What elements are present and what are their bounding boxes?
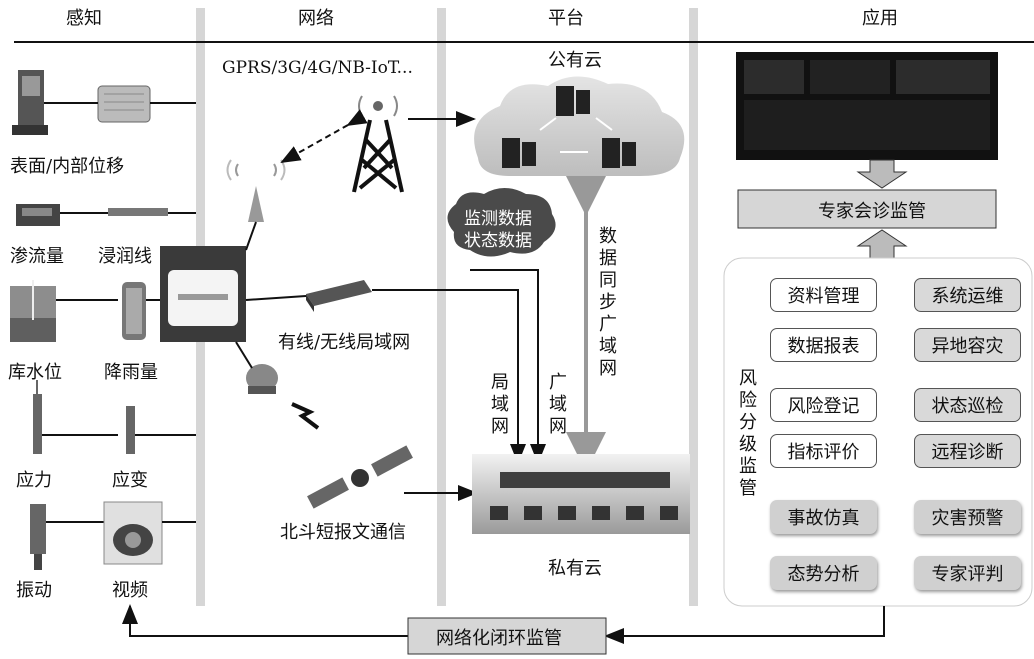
label-closed-loop: 网络化闭环监管 (436, 628, 562, 649)
vibration-sensor-icon (30, 504, 46, 570)
server-group (502, 86, 636, 168)
label-private-cloud: 私有云 (548, 558, 602, 579)
label-video: 视频 (112, 580, 148, 601)
strain-sensor-icon (126, 406, 135, 454)
label-beidou: 北斗短报文通信 (280, 522, 406, 543)
function-expert-judgment[interactable]: 专家评判 (914, 556, 1021, 590)
function-disaster-warning[interactable]: 灾害预警 (914, 500, 1021, 534)
function-system-maintenance[interactable]: 系统运维 (914, 278, 1021, 312)
label-rainfall: 降雨量 (104, 362, 158, 383)
label-public-cloud: 公有云 (548, 50, 602, 71)
total-station-icon (12, 70, 48, 135)
label-seepage: 渗流量 (10, 246, 64, 267)
label-vibration: 振动 (16, 580, 52, 601)
label-lan: 有线/无线局域网 (278, 332, 411, 353)
header-sensing: 感知 (66, 8, 102, 29)
saturation-line-sensor-icon (108, 208, 168, 216)
rain-gauge-icon (122, 282, 146, 340)
header-network: 网络 (298, 8, 334, 29)
private-cloud-control-room (472, 454, 690, 534)
router-icon (306, 280, 372, 312)
label-status-data: 状态数据 (464, 231, 532, 251)
data-cloud-shape (447, 188, 556, 257)
function-data-management[interactable]: 资料管理 (770, 278, 877, 312)
header-platform: 平台 (548, 8, 584, 29)
function-indicator-evaluation[interactable]: 指标评价 (770, 434, 877, 468)
video-camera-icon (103, 501, 163, 565)
seepage-sensor-icon (16, 204, 60, 226)
label-cellular: GPRS/3G/4G/NB-IoT... (222, 58, 413, 78)
header-application: 应用 (862, 8, 898, 29)
expert-consult-box (737, 189, 997, 229)
label-data-sync: 数据同步广域网 (599, 226, 617, 379)
label-surface-internal: 表面/内部位移 (10, 156, 125, 177)
dashboard-screen (736, 52, 998, 160)
label-strain: 应变 (112, 470, 148, 491)
up-arrow-icon (856, 229, 908, 259)
closed-loop-box (407, 617, 607, 655)
function-risk-register[interactable]: 风险登记 (770, 388, 877, 422)
water-level-icon (10, 280, 56, 342)
label-monitoring-data: 监测数据 (464, 209, 532, 229)
function-remote-diagnosis[interactable]: 远程诊断 (914, 434, 1021, 468)
function-accident-simulation[interactable]: 事故仿真 (770, 500, 877, 534)
function-data-report[interactable]: 数据报表 (770, 328, 877, 362)
dome-terminal-icon (246, 364, 278, 394)
label-wan-link: 广域网 (549, 372, 567, 437)
stress-sensor-icon (33, 380, 42, 454)
function-status-inspection[interactable]: 状态巡检 (914, 388, 1021, 422)
function-remote-disaster-recovery[interactable]: 异地容灾 (914, 328, 1021, 362)
label-lan-link: 局域网 (491, 372, 509, 437)
displacement-sensor-icon (97, 85, 151, 123)
data-acquisition-device (160, 246, 246, 342)
antenna-icon (226, 159, 286, 222)
function-situation-analysis[interactable]: 态势分析 (770, 556, 877, 590)
down-arrow-icon (856, 159, 908, 189)
cell-tower-icon (352, 119, 404, 193)
label-stress: 应力 (16, 470, 52, 491)
label-expert-consult: 专家会诊监管 (818, 201, 926, 222)
label-water-level: 库水位 (8, 362, 62, 383)
label-risk-vertical: 风险分级监管 (739, 368, 757, 499)
label-saturation-line: 浸润线 (98, 246, 152, 267)
beidou-satellite-icon (307, 445, 413, 509)
